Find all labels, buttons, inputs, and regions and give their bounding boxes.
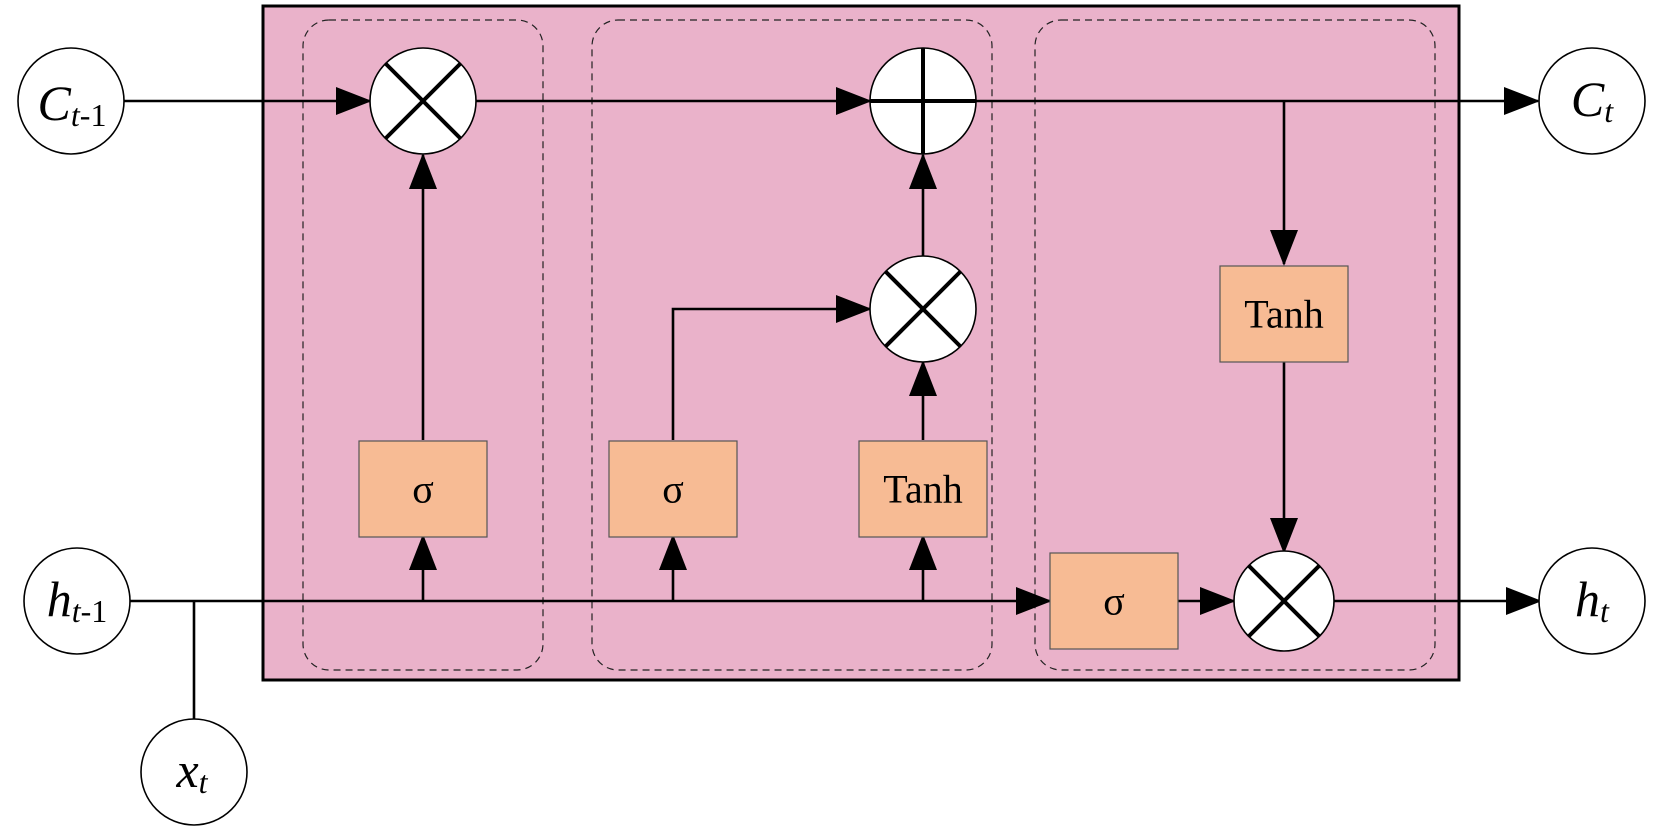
input-sigma-label: σ (662, 467, 684, 512)
input-sigma-box: σ (608, 440, 738, 538)
output-sigma-box: σ (1049, 552, 1179, 650)
svg-text:ht-1: ht-1 (47, 571, 108, 629)
c-t-sub-italic: t (1604, 93, 1614, 129)
output-tanh-label: Tanh (1244, 292, 1323, 337)
edge-input-sigma-to-mult (671, 295, 872, 440)
svg-text:xt: xt (175, 742, 208, 800)
input-multiply-icon (869, 255, 977, 363)
h-prev-node: ht-1 (23, 547, 131, 655)
svg-text:Ct: Ct (1571, 71, 1614, 129)
x-t-label: x (175, 742, 198, 798)
x-t-node: xt (140, 718, 248, 826)
x-t-sub-italic: t (199, 764, 209, 800)
c-t-label: C (1571, 71, 1605, 127)
c-prev-sub-italic: t (71, 97, 81, 133)
forget-sigma-box: σ (358, 440, 488, 538)
input-tanh-box: Tanh (858, 440, 988, 538)
forget-multiply-icon (369, 47, 477, 155)
h-t-node: ht (1538, 547, 1646, 655)
h-t-label: h (1575, 571, 1600, 627)
forget-sigma-label: σ (412, 467, 434, 512)
input-tanh-label: Tanh (883, 467, 962, 512)
forget-gate-group (302, 19, 544, 671)
input-gate-group (591, 19, 993, 671)
c-prev-node: Ct-1 (17, 47, 125, 155)
output-multiply-icon (1233, 550, 1335, 652)
svg-text:Ct-1: Ct-1 (38, 75, 107, 133)
h-t-sub-italic: t (1600, 593, 1610, 629)
output-gate-group (1034, 19, 1436, 671)
c-t-node: Ct (1538, 47, 1646, 155)
h-prev-sub-italic: t (72, 593, 82, 629)
h-prev-label: h (47, 571, 72, 627)
output-sigma-label: σ (1103, 579, 1125, 624)
svg-text:ht: ht (1575, 571, 1610, 629)
c-prev-sub-plain: -1 (80, 97, 107, 133)
c-prev-label: C (38, 75, 72, 131)
output-tanh-box: Tanh (1219, 265, 1349, 363)
add-plus-icon (869, 47, 977, 155)
h-prev-sub-plain: -1 (81, 593, 108, 629)
connections (124, 87, 1542, 719)
